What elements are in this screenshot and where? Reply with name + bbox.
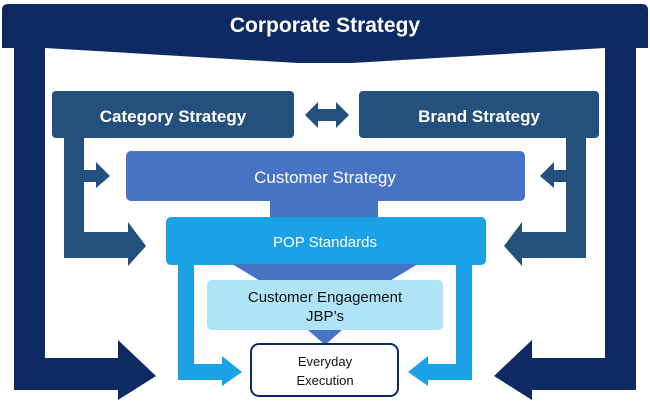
left-steel-arrow [64, 138, 146, 266]
pop-standards-label: POP Standards [273, 234, 377, 251]
left-navy-arrow [14, 48, 156, 400]
left-small-arrow [84, 162, 110, 188]
left-sky-arrow [178, 262, 242, 386]
brand-strategy-box [359, 91, 599, 138]
right-sky-arrow [408, 262, 472, 386]
pop-standards-box [166, 217, 486, 265]
everyday-label: Everyday [298, 354, 353, 369]
right-steel-arrow [504, 138, 586, 266]
pop-funnel [232, 264, 418, 282]
customer-engagement-label: Customer Engagement [248, 289, 403, 306]
right-navy-arrow [494, 48, 636, 400]
brand-strategy-label: Brand Strategy [418, 107, 540, 126]
customer-engagement-box [207, 280, 443, 330]
customer-strategy-box [126, 151, 525, 201]
double-arrow-icon [305, 102, 349, 128]
right-small-arrow [540, 162, 566, 188]
corporate-strategy-label: Corporate Strategy [230, 14, 421, 37]
customer-to-pop-connector [270, 200, 378, 219]
execution-label: Execution [296, 373, 353, 388]
category-strategy-box [52, 91, 294, 138]
corporate-strategy-bar [2, 4, 648, 63]
category-strategy-label: Category Strategy [100, 107, 247, 126]
everyday-execution-box [250, 343, 399, 397]
jbps-label: JBP’s [306, 308, 344, 325]
down-arrow-icon [308, 330, 342, 345]
customer-strategy-label: Customer Strategy [254, 168, 396, 187]
